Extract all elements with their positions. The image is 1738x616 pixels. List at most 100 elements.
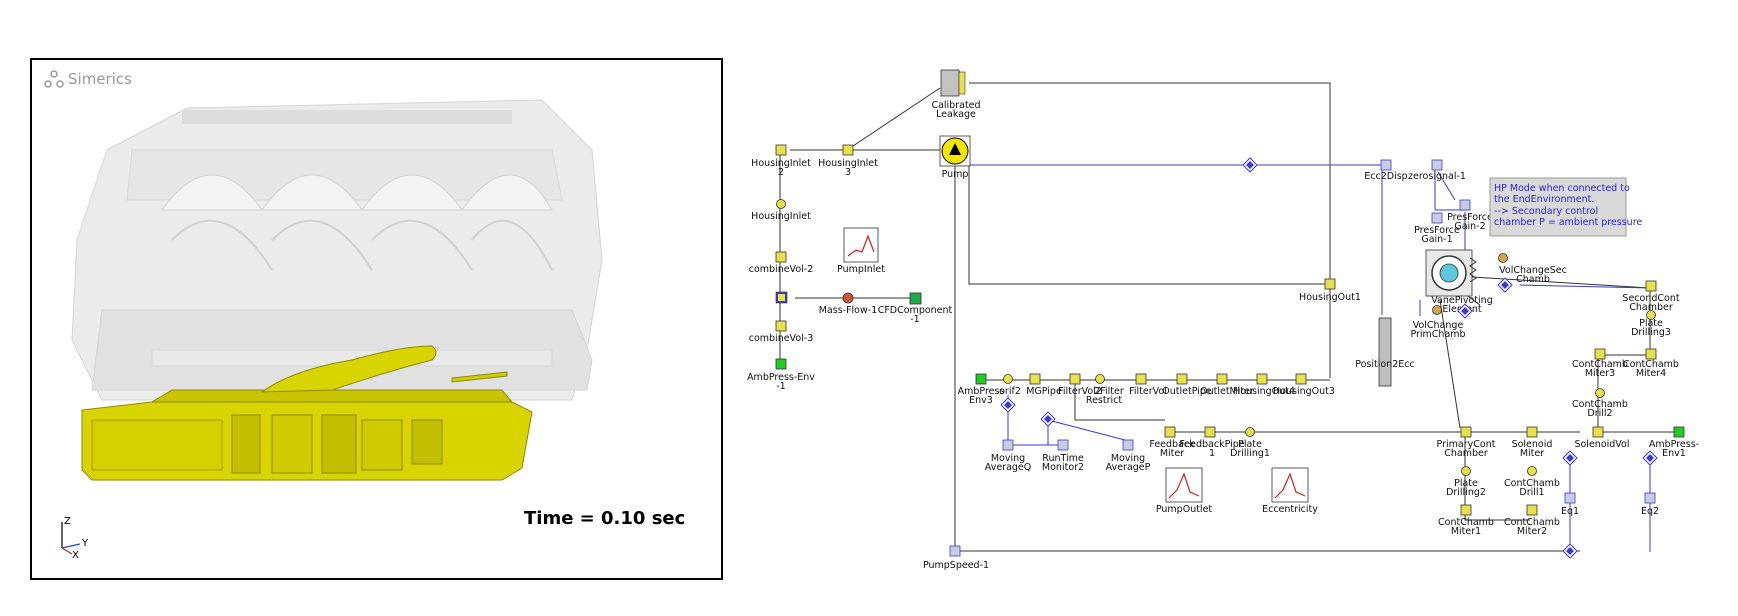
- plate-drilling3-block[interactable]: Plate Drilling3: [1631, 310, 1671, 339]
- feedback-pipe-1-block[interactable]: FeedbackPipe 1: [1179, 426, 1245, 459]
- pump-block[interactable]: Pump: [939, 135, 971, 180]
- signal-gain-block[interactable]: [1242, 157, 1258, 173]
- vol-change-sec-block[interactable]: VolChangeSec Chamb: [1498, 253, 1567, 286]
- feedback-pipe-1-label: FeedbackPipe: [1179, 439, 1244, 450]
- eq2-block[interactable]: Eq2: [1641, 492, 1659, 517]
- zerosignal-block[interactable]: zerosignal-1: [1408, 159, 1466, 182]
- amb-press-env3-block[interactable]: AmbPress Env3: [958, 373, 1005, 406]
- eccentricity-plot[interactable]: Eccentricity: [1262, 467, 1318, 515]
- bottom-signal-diamond[interactable]: [1562, 543, 1578, 559]
- vol-change-prim-block[interactable]: VolChange PrimChamb: [1410, 305, 1466, 341]
- primary-cont-chamber-sub: Chamber: [1444, 448, 1488, 459]
- combine-vol-2-block[interactable]: combineVol-2: [749, 251, 814, 275]
- hp-mode-note: HP Mode when connected to the EndEnviron…: [1489, 177, 1642, 237]
- vol-change-sec-sub: Chamb: [1516, 274, 1550, 285]
- pump-inlet-plot-label: PumpInlet: [837, 264, 885, 275]
- position2ecc-block[interactable]: Position2Ecc: [1355, 317, 1415, 387]
- outlet-diamond-1[interactable]: [1000, 397, 1016, 413]
- cont-chamb-drill2-block[interactable]: ContChamb Drill2: [1572, 388, 1628, 420]
- outlet-chain-label-5: OutletPipe: [1162, 386, 1212, 397]
- pres-force-gain-1-block[interactable]: PresForce Gain-1: [1414, 212, 1460, 245]
- mass-flow-block[interactable]: Mass-Flow-1: [819, 292, 878, 316]
- plate-drilling2-sub: Drilling2: [1446, 487, 1486, 498]
- pres-force-gain-2-block[interactable]: PresForce Gain-2: [1447, 199, 1493, 232]
- calibrated-leakage-label-1: Calibrated: [931, 100, 980, 111]
- plate-drilling3-label: Plate: [1639, 318, 1663, 329]
- system-sketch[interactable]: Calibrated Leakage HousingInlet 2 Housin…: [747, 40, 1720, 580]
- runtime-monitor2-block[interactable]: RunTime Monitor2: [1042, 439, 1084, 473]
- solenoid-vol-label: SolenoidVol: [1574, 439, 1629, 450]
- cont-chamb-miter4-label: ContChamb: [1623, 359, 1679, 370]
- eq1-label: Eq1: [1561, 506, 1579, 517]
- vol-change-prim-label: VolChange: [1413, 320, 1464, 331]
- outlet-chain-label-2: FilterVol2: [1058, 386, 1102, 397]
- cfd-component-label: CFDComponent: [878, 305, 953, 316]
- second-cont-chamber-label: SecondCont: [1622, 293, 1679, 304]
- pump-outlet-plot[interactable]: PumpOutlet: [1156, 467, 1213, 515]
- pump-inlet-plot[interactable]: PumpInlet: [837, 227, 885, 275]
- pump-3d-model: [71, 99, 603, 481]
- amb-press-env1-block[interactable]: AmbPress- Env1: [1649, 426, 1699, 459]
- position2ecc-label: Position2Ecc: [1355, 359, 1414, 370]
- housing-inlet-2-sub: 2: [778, 167, 784, 178]
- axis-triad: Z Y X: [54, 514, 94, 562]
- filter-restrict-label: Restrict: [1086, 395, 1122, 406]
- feedback-miter-block[interactable]: Feedback Miter: [1149, 426, 1195, 459]
- runtime-monitor2-label: RunTime: [1042, 453, 1084, 464]
- moving-average-q-block[interactable]: Moving AverageQ: [985, 439, 1032, 473]
- calibrated-leakage-block[interactable]: Calibrated Leakage: [931, 69, 981, 120]
- cont-chamb-miter3-block[interactable]: ContChamb Miter3: [1572, 348, 1628, 379]
- second-cont-chamber-block[interactable]: SecondCont Chamber: [1622, 280, 1680, 313]
- plate-drilling1-block[interactable]: Plate Drilling1: [1230, 427, 1270, 460]
- outlet-chain-label-1: MGPipe: [1026, 386, 1062, 397]
- cont-chamb-miter1-block[interactable]: ContChamb Miter1: [1438, 504, 1494, 537]
- cont-chamb-miter4-block[interactable]: ContChamb Miter4: [1623, 348, 1679, 379]
- housing-inlet-3-block[interactable]: HousingInlet 3: [818, 144, 878, 178]
- axis-z-label: Z: [64, 516, 71, 527]
- combine-vol-3-block[interactable]: combineVol-3: [749, 320, 814, 344]
- pump-speed-block[interactable]: PumpSpeed-1: [923, 545, 989, 571]
- moving-average-p-sub: AverageP: [1106, 462, 1151, 473]
- eq1-block[interactable]: Eq1: [1561, 492, 1579, 517]
- primary-cont-chamber-block[interactable]: PrimaryCont Chamber: [1437, 426, 1496, 459]
- housing-inlet-2-block[interactable]: HousingInlet 2: [751, 144, 811, 178]
- cont-chamb-drill1-block[interactable]: ContChamb Drill1: [1504, 466, 1560, 499]
- outlet-diamond-2[interactable]: [1040, 411, 1056, 427]
- cfd-component-block[interactable]: CFDComponent -1: [878, 292, 953, 325]
- pres-force-gain-2-sub: Gain-2: [1454, 221, 1485, 232]
- runtime-monitor2-sub: Monitor2: [1042, 462, 1084, 473]
- vol-change-prim-sub: PrimChamb: [1410, 329, 1465, 340]
- plate-drilling1-sub: Drilling1: [1230, 448, 1270, 459]
- plate-drilling2-label: Plate: [1454, 478, 1478, 489]
- ecc2disp-block[interactable]: Ecc2Disp: [1364, 159, 1408, 182]
- amb-press-env-block[interactable]: AmbPress-Env -1: [747, 358, 815, 392]
- solenoid-miter-block[interactable]: Solenoid Miter: [1512, 426, 1553, 459]
- time-readout: Time = 0.10 sec: [524, 508, 686, 529]
- solenoid-miter-label: Solenoid: [1512, 439, 1553, 450]
- combine-vol-3-label: combineVol-3: [749, 333, 814, 344]
- cont-chamb-miter2-sub: Miter2: [1517, 526, 1547, 537]
- cont-chamb-drill2-sub: Drill2: [1587, 408, 1612, 419]
- pres-force-gain-1-sub: Gain-1: [1421, 234, 1452, 245]
- second-cont-chamber-sub: Chamber: [1629, 302, 1673, 313]
- amb-press-env-label: AmbPress-Env: [747, 372, 815, 383]
- note-line-1: HP Mode when connected to: [1494, 183, 1630, 194]
- plate-drilling2-block[interactable]: Plate Drilling2: [1446, 466, 1486, 499]
- moving-average-p-block[interactable]: Moving AverageP: [1106, 439, 1151, 473]
- cont-chamb-miter1-sub: Miter1: [1451, 526, 1481, 537]
- cont-chamb-drill1-label: ContChamb: [1504, 478, 1560, 489]
- housing-out1-block[interactable]: HousingOut1: [1299, 278, 1361, 303]
- eq-diamond-1[interactable]: [1562, 450, 1578, 466]
- cont-chamb-miter2-block[interactable]: ContChamb Miter2: [1504, 504, 1560, 537]
- housing-inlet-2-label: HousingInlet: [751, 158, 811, 169]
- eq-diamond-2[interactable]: [1642, 450, 1658, 466]
- ecc2disp-label: Ecc2Disp: [1364, 171, 1407, 182]
- housing-inlet-block[interactable]: HousingInlet: [751, 199, 811, 223]
- note-line-4: chamber P = ambient pressure: [1494, 217, 1642, 228]
- solenoid-vol-block[interactable]: SolenoidVol: [1574, 426, 1630, 450]
- vol-change-sec-diamond[interactable]: [1497, 277, 1513, 293]
- vane-pivoting-label: VanePivoting: [1431, 295, 1492, 306]
- simulation-viewport[interactable]: Simerics: [30, 58, 723, 580]
- cfd-junction-block[interactable]: [775, 291, 788, 304]
- outlet-chain[interactable]: orif2 MGPipe FilterVol2 2Filter FilterVo…: [999, 373, 1335, 406]
